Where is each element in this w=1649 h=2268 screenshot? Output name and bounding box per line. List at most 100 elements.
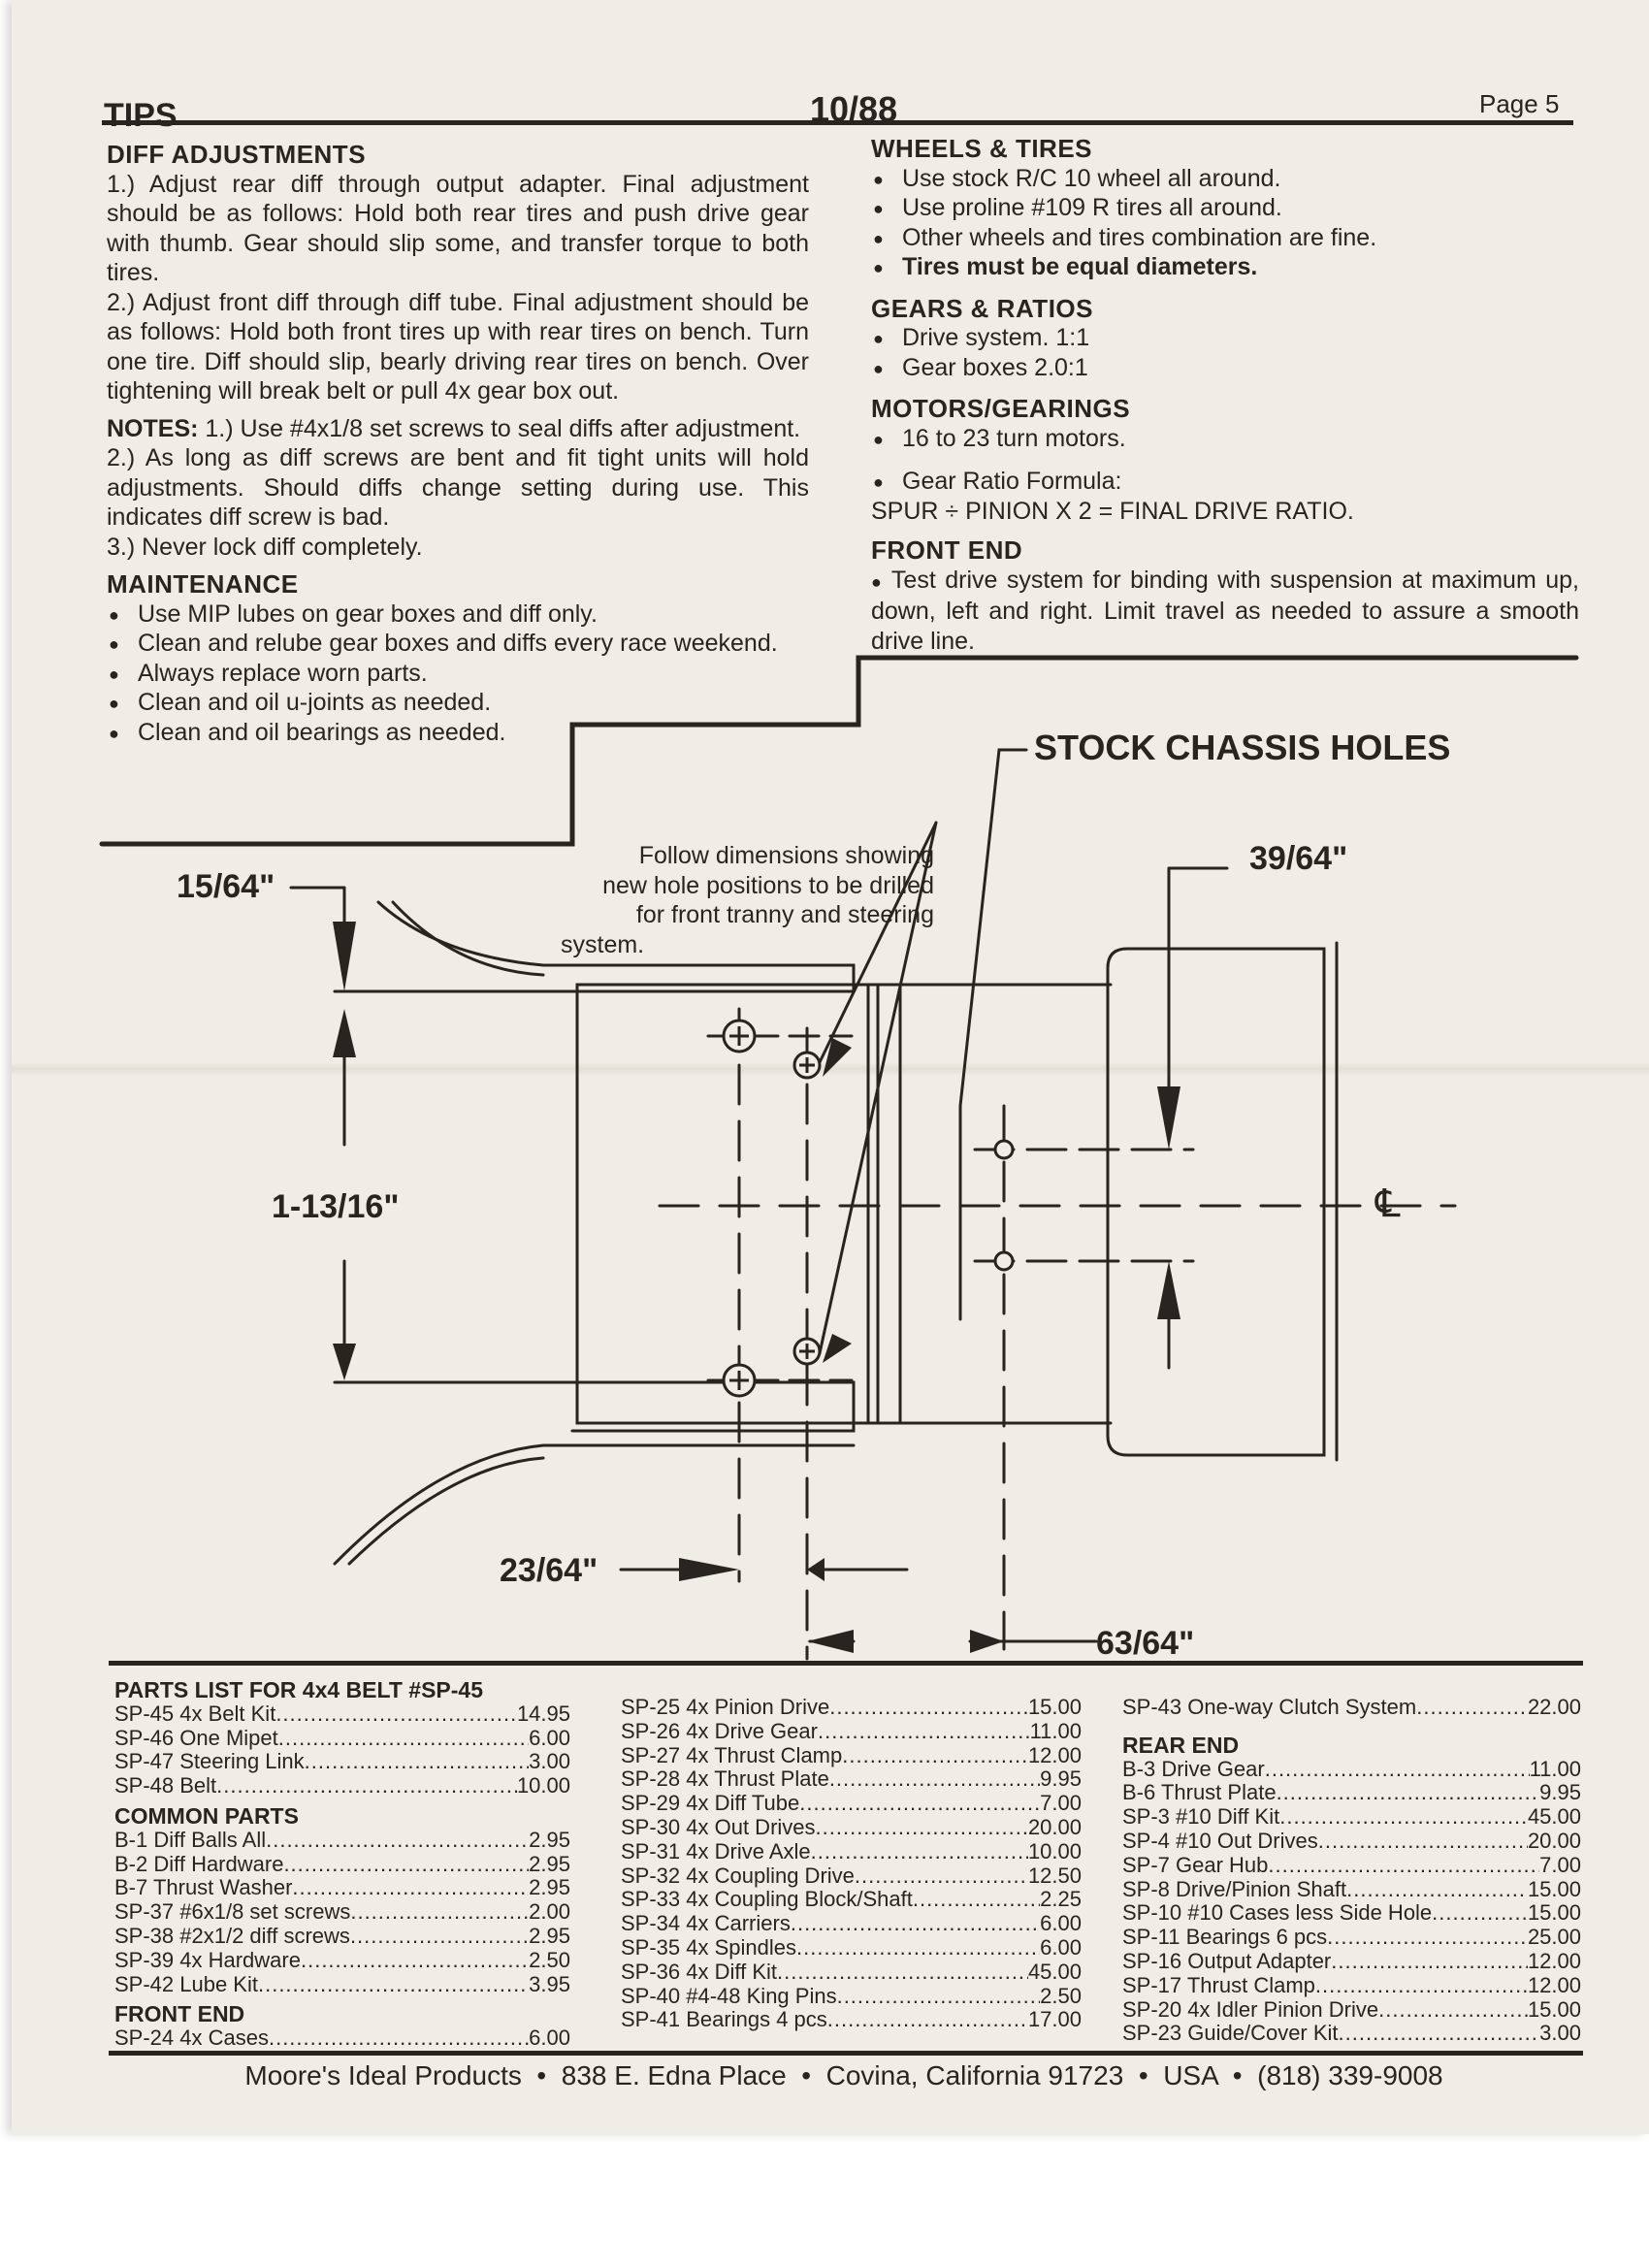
leader-dots [829,1767,1040,1792]
motors-item: 16 to 23 turn motors. [871,424,1579,453]
note-line: Follow dimensions showing [638,842,934,869]
part-row: SP-20 4x Idler Pinion Drive 15.00 [1122,1996,1581,2023]
part-name: SP-11 Bearings 6 pcs [1122,1925,1328,1950]
leader-dots [216,1774,517,1798]
part-row: SP-25 4x Pinion Drive 15.00 [621,1695,1082,1720]
maintenance-item: Clean and oil bearings as needed. [107,718,809,747]
part-row: SP-42 Lube Kit3.95 [114,1971,570,1997]
common-parts-title: COMMON PARTS [114,1802,299,1829]
leader-dots [913,1888,1040,1912]
part-price: 12.50 [1027,1863,1082,1888]
part-name: SP-30 4x Out Drives [621,1814,816,1839]
part-row: SP-27 4x Thrust Clamp 12.00 [621,1742,1082,1768]
note-2: 2.) As long as diff screws are bent and … [107,444,809,531]
part-name: SP-48 Belt [114,1773,217,1798]
part-row: SP-35 4x Spindles6.00 [621,1934,1082,1960]
part-price: 2.25 [1040,1887,1082,1912]
diff-p1: 1.) Adjust rear diff through output adap… [107,170,809,287]
motors-item: Gear Ratio Formula: [871,467,1579,497]
leader-dots [837,1985,1041,2009]
part-row: SP-7 Gear Hub7.00 [1122,1852,1581,1878]
part-name: SP-27 4x Thrust Clamp [621,1742,843,1767]
header-tips: TIPS [104,97,178,134]
part-price: 2.50 [529,1947,570,1972]
part-price: 2.95 [529,1827,570,1852]
part-name: B-3 Drive Gear [1122,1756,1265,1781]
note-line: new hole positions to be drilled [602,871,934,899]
notes-label: NOTES: [107,414,199,442]
part-price: 12.00 [1527,1948,1581,1973]
part-row: SP-47 Steering Link3.00 [114,1750,570,1774]
note-3: 3.) Never lock diff completely. [107,533,423,561]
leader-dots [829,1696,1028,1720]
part-name: SP-38 #2x1/2 diff screws [114,1923,350,1948]
part-row: B-7 Thrust Washer2.95 [114,1876,570,1900]
part-name: SP-35 4x Spindles [621,1934,796,1960]
gears-title: GEARS & RATIOS [871,293,1093,323]
frontend-title: FRONT END [871,535,1023,565]
part-name: SP-29 4x Diff Tube [621,1791,800,1816]
leader-dots [1268,1854,1539,1878]
leader-dots [777,1960,1028,1985]
part-row: SP-26 4x Drive Gear11.00 [621,1719,1082,1744]
part-name: SP-31 4x Drive Axle [621,1838,811,1863]
part-name: SP-47 Steering Link [114,1749,305,1774]
part-row: SP-24 4x Cases6.00 [114,2025,570,2051]
part-row: SP-11 Bearings 6 pcs25.00 [1122,1925,1581,1950]
part-row: SP-36 4x Diff Kit45.00 [621,1960,1082,1985]
part-price: 12.00 [1027,1742,1082,1767]
diff-p2: 2.) Adjust front diff through diff tube.… [107,288,809,405]
maintenance-title: MAINTENANCE [107,569,299,599]
leader-dots [796,1936,1040,1960]
part-price: 7.00 [1539,1852,1581,1877]
part-row: SP-17 Thrust Clamp12.00 [1122,1973,1581,1998]
part-price: 15.00 [1027,1695,1082,1719]
part-price: 7.00 [1040,1791,1082,1816]
part-row: SP-28 4x Thrust Plate 9.95 [621,1767,1082,1792]
part-row: SP-37 #6x1/8 set screws2.00 [114,1899,570,1925]
part-name: SP-39 4x Hardware [114,1947,301,1972]
part-price: 45.00 [1027,1959,1082,1984]
motors-title: MOTORS/GEARINGS [871,394,1131,423]
part-row: SP-45 4x Belt Kit14.95 [114,1701,570,1727]
part-name: SP-25 4x Pinion Drive [621,1695,830,1719]
part-name: SP-43 One-way Clutch System [1122,1695,1417,1719]
part-name: SP-4 #10 Out Drives [1122,1828,1318,1853]
part-price: 22.00 [1527,1695,1581,1719]
part-price: 15.00 [1527,1900,1581,1926]
part-name: SP-20 4x Idler Pinion Drive [1122,1996,1379,2022]
part-name: SP-28 4x Thrust Plate [621,1766,829,1792]
header-rule [102,120,1573,125]
rear-end-title: REAR END [1122,1732,1240,1758]
part-row: B-1 Diff Balls All2.95 [114,1827,570,1853]
part-name: SP-24 4x Cases [114,2025,269,2051]
leader-dots [1339,2022,1540,2046]
part-name: SP-46 One Mipet [114,1725,278,1750]
wheels-item: Use proline #109 R tires all around. [871,193,1579,223]
right-column: WHEELS & TIRES Use stock R/C 10 wheel al… [871,134,1579,656]
note-1: 1.) Use #4x1/8 set screws to seal diffs … [205,414,801,442]
part-price: 9.95 [1040,1766,1082,1792]
maintenance-item: Always replace worn parts. [107,659,809,688]
part-price: 15.00 [1527,1996,1581,2022]
dim-15-64: 15/64" [177,868,275,905]
part-price: 2.50 [1040,1983,1082,2008]
part-row: SP-4 #10 Out Drives20.00 [1122,1828,1581,1854]
part-name: SP-16 Output Adapter [1122,1948,1332,1973]
part-price: 3.95 [529,1971,570,1996]
part-name: SP-34 4x Carriers [621,1911,791,1936]
leader-dots [811,1840,1028,1864]
part-price: 2.95 [529,1923,570,1948]
part-price: 2.95 [529,1875,570,1900]
header-page: Page 5 [1479,89,1560,118]
leader-dots [269,2026,529,2051]
part-name: SP-40 #4-48 King Pins [621,1983,837,2008]
part-name: SP-37 #6x1/8 set screws [114,1899,351,1925]
front-end-list: SP-24 4x Cases6.00 [114,2025,570,2051]
diagram-note: Follow dimensions showing new hole posit… [561,841,934,959]
leader-dots [816,1816,1028,1840]
part-row: SP-40 #4-48 King Pins 2.50 [621,1983,1082,2009]
leader-dots [842,1744,1028,1768]
part-name: SP-10 #10 Cases less Side Hole [1122,1900,1433,1926]
